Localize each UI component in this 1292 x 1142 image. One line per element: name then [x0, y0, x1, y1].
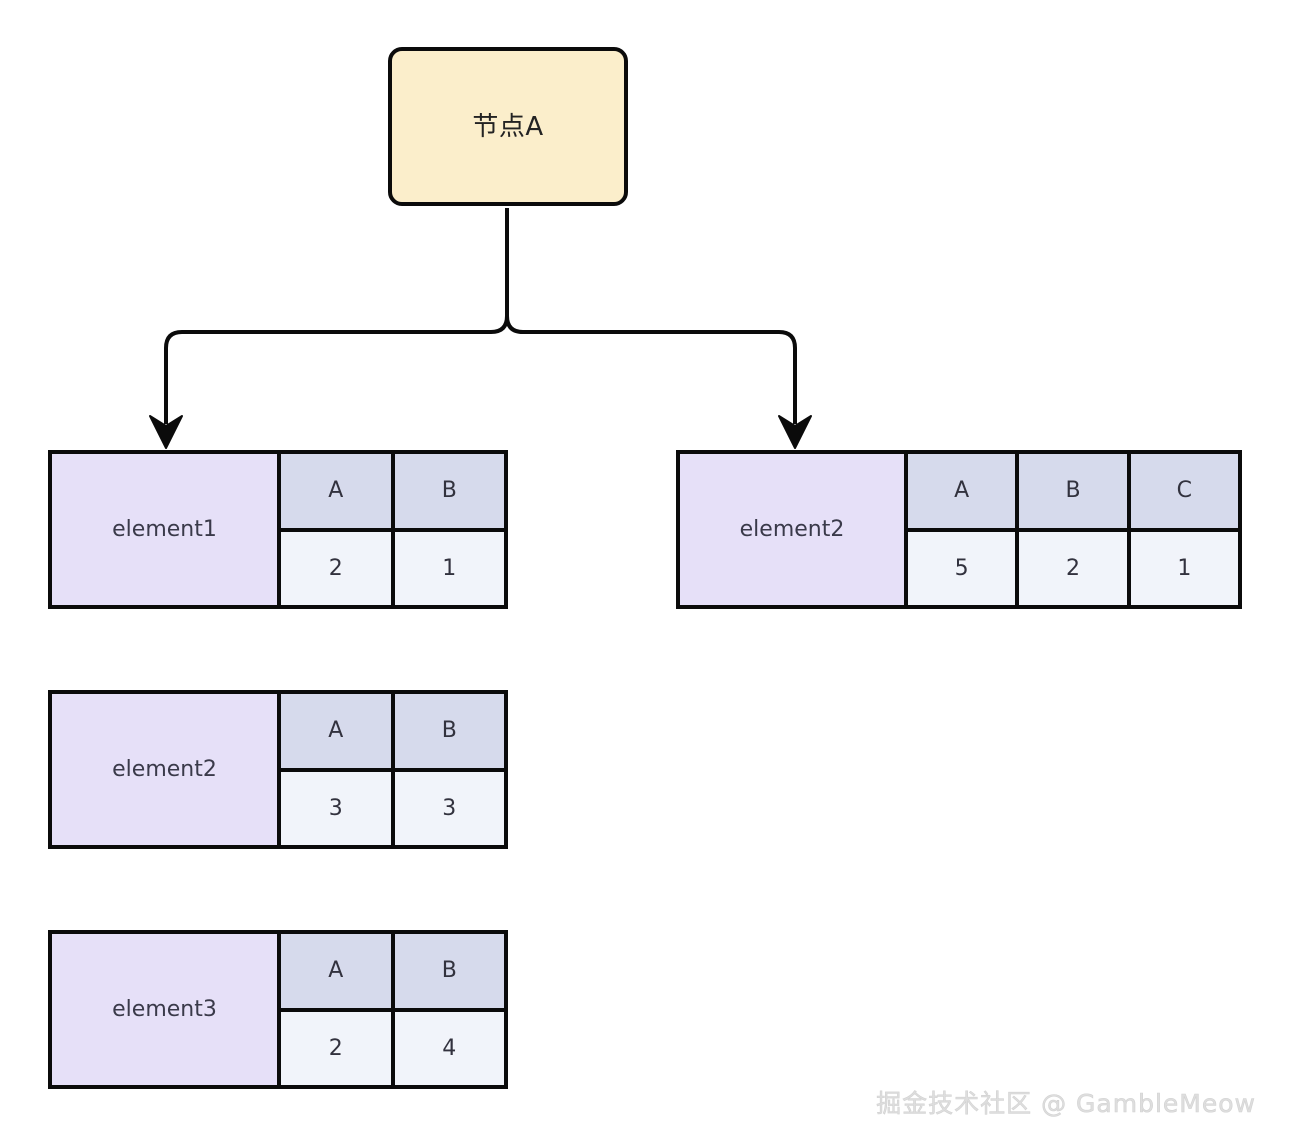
- table-element2-right-value-1: 2: [1019, 531, 1127, 605]
- table-element1-header-1: B: [394, 454, 504, 532]
- table-element1-header-0: A: [281, 454, 391, 532]
- table-element3-label: element3: [52, 934, 281, 1085]
- table-element2-right-header-2: C: [1130, 454, 1238, 532]
- table-element1[interactable]: element1 A 2 B 1: [48, 450, 508, 609]
- table-element1-value-1: 1: [394, 531, 504, 605]
- table-element2-right-header-0: A: [908, 454, 1016, 532]
- table-element3-value-1: 4: [394, 1011, 504, 1085]
- table-element2-left-header-0: A: [281, 694, 391, 772]
- table-element1-column-0: A 2: [281, 454, 395, 605]
- table-element2-right-column-1: B 2: [1019, 454, 1131, 605]
- table-element3-column-0: A 2: [281, 934, 395, 1085]
- table-element2-left-header-1: B: [394, 694, 504, 772]
- table-element2-right-value-2: 1: [1130, 531, 1238, 605]
- table-element3-value-0: 2: [281, 1011, 391, 1085]
- table-element2-right-column-2: C 1: [1130, 454, 1238, 605]
- node-root-label: 节点A: [472, 111, 544, 142]
- table-element2-right-header-1: B: [1019, 454, 1127, 532]
- table-element2-right-value-0: 5: [908, 531, 1016, 605]
- table-element2-right-columns: A 5 B 2 C 1: [908, 454, 1238, 605]
- table-element2-right-column-0: A 5: [908, 454, 1020, 605]
- edge-to-element2-right: [505, 315, 797, 424]
- table-element3-columns: A 2 B 4: [281, 934, 504, 1085]
- table-element3-header-0: A: [281, 934, 391, 1012]
- arrowhead-element1: [149, 415, 183, 449]
- table-element1-label: element1: [52, 454, 281, 605]
- table-element2-right-label: element2: [680, 454, 908, 605]
- table-element1-columns: A 2 B 1: [281, 454, 504, 605]
- table-element2-right[interactable]: element2 A 5 B 2 C 1: [676, 450, 1242, 609]
- table-element3[interactable]: element3 A 2 B 4: [48, 930, 508, 1089]
- table-element2-left-column-0: A 3: [281, 694, 395, 845]
- edge-to-element1: [164, 315, 509, 424]
- table-element2-left[interactable]: element2 A 3 B 3: [48, 690, 508, 849]
- table-element2-left-column-1: B 3: [394, 694, 504, 845]
- table-element2-left-value-1: 3: [394, 771, 504, 845]
- table-element3-column-1: B 4: [394, 934, 504, 1085]
- node-root[interactable]: 节点A: [388, 47, 628, 206]
- arrowhead-element2-right: [778, 415, 812, 449]
- table-element1-column-1: B 1: [394, 454, 504, 605]
- table-element2-left-label: element2: [52, 694, 281, 845]
- table-element2-left-value-0: 3: [281, 771, 391, 845]
- watermark: 掘金技术社区 @ GambleMeow: [876, 1089, 1256, 1119]
- table-element2-left-columns: A 3 B 3: [281, 694, 504, 845]
- table-element3-header-1: B: [394, 934, 504, 1012]
- table-element1-value-0: 2: [281, 531, 391, 605]
